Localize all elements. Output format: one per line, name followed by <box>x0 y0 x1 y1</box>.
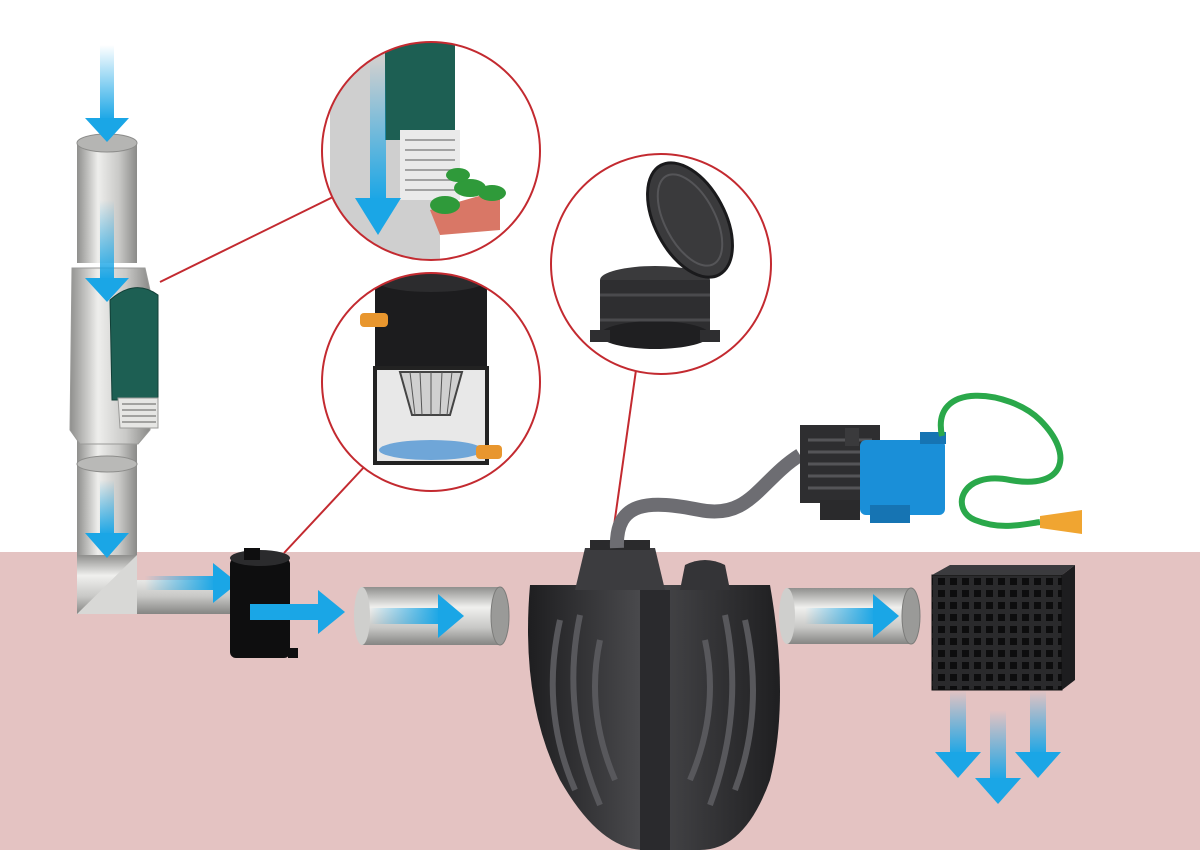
overflow-pipe <box>779 587 921 645</box>
outlet-connector-icon <box>476 445 502 459</box>
callout-tank-cover-detail <box>550 153 772 375</box>
flow-arrow-icon <box>438 594 464 638</box>
underground-fine-filter <box>230 548 298 658</box>
hose-nozzle-icon <box>1040 510 1082 534</box>
flow-arrow-icon <box>85 45 129 142</box>
downspout-leaf-filter <box>69 267 159 445</box>
flow-arrow-icon <box>873 594 899 638</box>
underground-storage-tank <box>528 540 780 850</box>
leader-line-fine-filter <box>283 464 367 554</box>
garden-pump <box>800 425 946 523</box>
callout-filter-detail <box>321 41 541 261</box>
callout-leader-lines <box>159 195 637 554</box>
flow-arrows-infiltration <box>935 690 1061 804</box>
leader-line-filter <box>159 195 336 283</box>
garden-hose <box>937 392 1064 529</box>
leader-line-tank-cover <box>611 369 637 541</box>
infiltration-soakaway-block <box>931 565 1075 691</box>
flow-arrow-icon <box>85 200 129 302</box>
inflow-pipe <box>354 586 510 646</box>
inlet-connector-icon <box>360 313 388 327</box>
flow-arrow-icon <box>145 563 238 603</box>
flow-arrow-icon <box>85 480 129 558</box>
filter-mesh-icon <box>122 403 156 423</box>
flow-arrow-icon <box>250 590 345 634</box>
flow-arrow-icon <box>935 690 981 778</box>
tank-ribs <box>549 614 756 807</box>
pump-suction-hose <box>609 449 804 549</box>
flow-arrow-icon <box>975 710 1021 804</box>
flow-arrows-downspout <box>85 45 238 603</box>
leaf-icon <box>430 168 506 214</box>
callout-fine-filter-detail <box>321 272 541 492</box>
flow-arrow-icon <box>1015 690 1061 778</box>
